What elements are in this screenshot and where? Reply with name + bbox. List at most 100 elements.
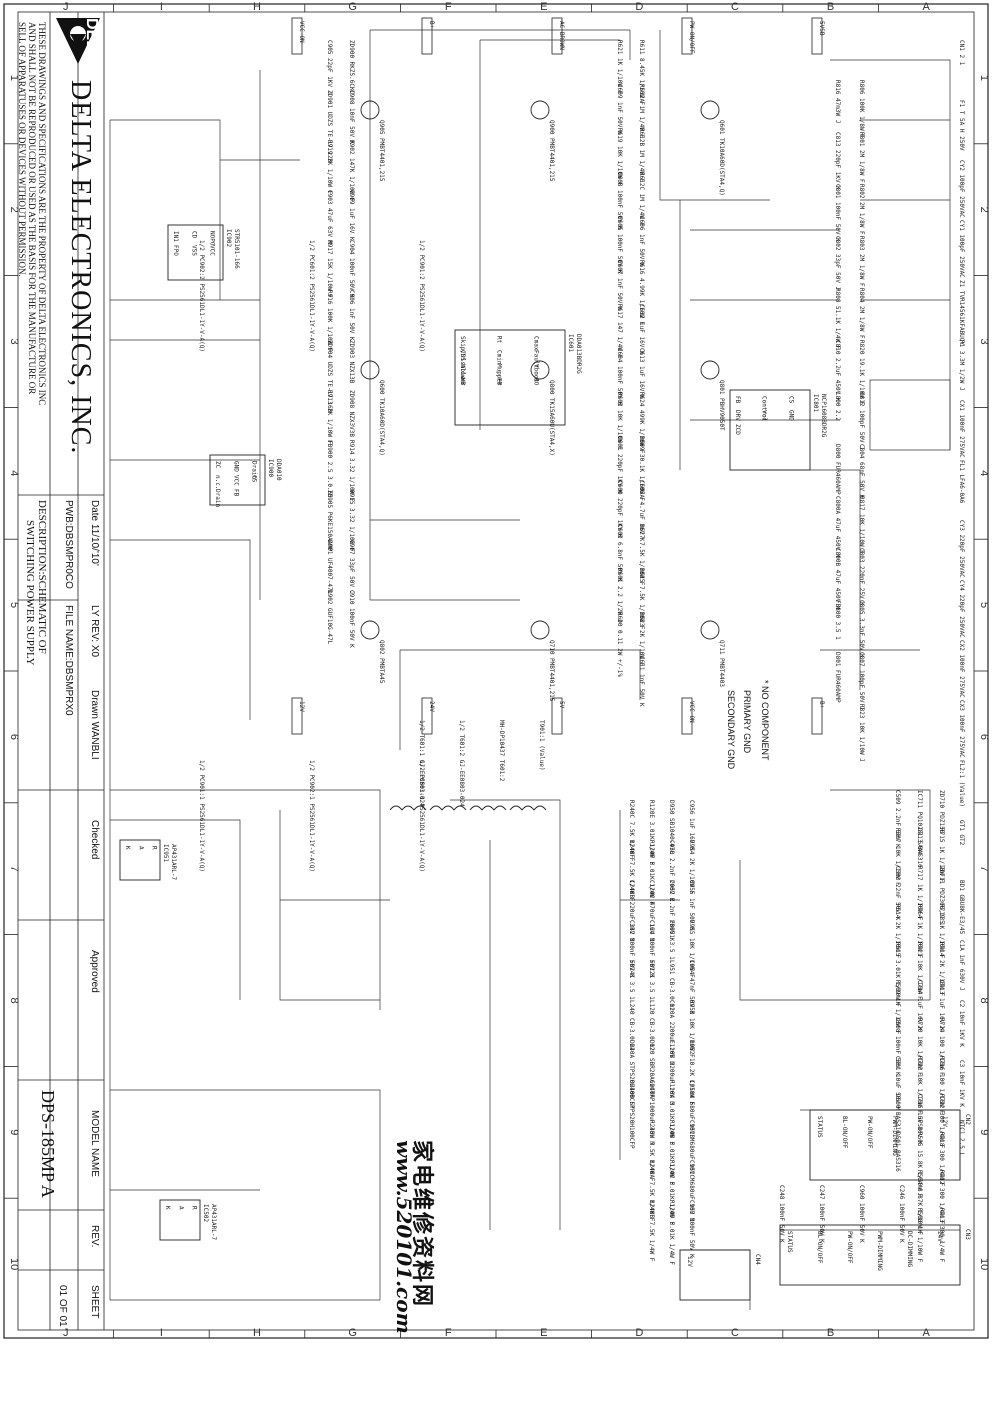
secondary-component-label: R240H 7.5K 1/4W F [648,1120,655,1182]
transistor-label: Q801 PBHV9050T [718,380,725,431]
transformer-label: MH-DP10437 T601:2 [498,720,505,782]
net-flag-label: 5V [558,701,565,709]
secondary-component-label: R240C 7.5K 1/4W F [628,800,635,862]
secondary-component-label: R120A 3.01K 1/4W F [668,1080,675,1145]
secondary-component-label: R240B 7.5K 1/4W F [648,1200,655,1262]
control-component-label: D500 BAS316 [894,1094,901,1134]
secondary-component-label: C951C 680uF 10V M [688,1160,695,1222]
wires [109,29,961,1310]
pfc-component-label: R806 100K 1/8W F [858,80,865,138]
standby-component-label: D901 UF4007-47L [326,540,333,595]
input-component-label: CY4 220pF 250VAC [958,580,965,638]
pfc-component-label: C804 68nF 50V K [858,444,865,499]
connector-pin-label: 5VSB [916,1116,923,1131]
pfc-component-label: R817 10K 1/10W F [858,496,865,554]
standby-component-label: FB900 2.5 3.0.65 [326,440,333,498]
secondary-component-label: R120D 3.01K 1/4W F [668,1200,675,1265]
ic-pin-label: Skip/Disable [459,336,466,380]
resonant-component-label: C601 220pF 1KV K [616,436,623,494]
secondary-component-label: R955 10K 1/10W F [688,920,695,978]
grid-row-label: 8 [8,997,20,1003]
net-flag-label: 12V [298,701,305,712]
secondary-component-label: R120E 3.01K 1/4W F [648,800,655,865]
wire [110,1089,381,1301]
ic-part: STR5101-166 [233,229,240,269]
connector-pin-label: PW-ON/OFF [846,1231,853,1264]
resonant-component-label: C604 100nF 50V K [616,348,623,406]
ic-pin-label: Control [761,396,768,422]
control-component-label: R764 1K 1/10W F [916,904,923,959]
ic-pin-label: HB [459,378,466,386]
secondary-component-label: C950 2.2nF 200V K [668,840,675,902]
grid-column-label: D [635,1327,643,1339]
resonant-component-label: C609 1nF 50V K [616,84,623,135]
logo-text: DELTA [83,18,100,69]
ic-pin-label: FB [734,396,741,404]
secondary-component-label: D950 SB1040-47L [668,800,675,855]
ic-pin-label: K [124,846,131,850]
ic-pin-label: VSS [190,245,197,256]
ic-pin-label: A [177,1206,184,1210]
standby-component-label: C908 10nF 50V K [348,90,355,145]
grid-column-label: A [923,1,931,13]
secondary-component-label: C956 1uF 16V K [688,800,695,851]
pfc-component-label: R816 47m3W J [834,80,841,123]
pfc-component-label: R801 2M 1/8W F [858,132,865,183]
secondary-component-label: C242 100nF 50V K [628,920,635,978]
grid-column-label: C [731,1,739,13]
resonant-component-label: C608 100nF 50V K [616,172,623,230]
connector-pin-label: DC-DIMMING [906,1231,913,1268]
transformer-label: T901:1 (Value) [538,720,545,771]
ic-pin-label: CD [190,231,197,239]
connector-ref: CN2 [964,1114,971,1125]
wire [110,539,251,720]
resonant-component-label: R623 2K 1/10W F [638,612,645,667]
standby-component-label: ZD905 P6KE150AAMP [326,490,333,552]
grid-column-label: G [348,1327,357,1339]
secondary-component-label: D240B STPS20H100CFP [628,1080,635,1149]
secondary-component-label: R120C 3.01K 1/4W F [668,1160,675,1225]
grid-row-label: 10 [978,1258,990,1270]
control-component-label: R508 1K 1/10W F [916,1208,923,1263]
standby-component-label: ZD900 RKZ5.6CKU [348,40,355,95]
standby-component-label: R917 15K 1/10W F [326,240,333,298]
transformer-winding [389,805,427,811]
secondary-component-label: L120 CB-3.0 02 [648,1000,655,1051]
ic-part: AP431ARL-7 [210,1204,217,1241]
connector-pin-label: PW-ON/OFF [866,1116,873,1149]
ic-part: DDA010 [275,459,282,481]
control-component-label: R514 2K 1/10W F [894,904,901,959]
ic-ref: IC900 [267,459,274,477]
grid-column-label: E [540,1327,547,1339]
grid-column-label: H [253,1,261,13]
grid-column-label: C [731,1327,739,1339]
control-component-label: C713 1uF 16V K [938,980,945,1031]
control-component-label: ZD711 PDZ30B,135 [938,866,945,924]
ic-ref: IC951 [162,844,169,862]
control-component-label: R715 1K 1/10W F [938,828,945,883]
control-component-label: C509 2.2nF 50V K [894,790,901,848]
pfc-component-label: FB800 3.5 1 [834,600,841,640]
description-line-2: SWITCHING POWER SUPPLY [24,520,36,666]
resonant-component-label: C605 100nF 50V K [616,216,623,274]
pfc-component-label: C800B 47uF 450V M [834,548,841,610]
control-component-label: R724 100 1/10W F [938,1018,945,1076]
standby-component-label: R916 100K 1/10W F [326,290,333,352]
pfc-component-label: C813 220pF 1KV K [834,132,841,190]
net-flag-label: VCC-ON [688,701,695,723]
resonant-component-label: R603 10K 1/10W F [616,392,623,450]
pfc-component-label: C805 3.3nF 50V K [858,600,865,658]
ic-pin-label: GND [787,410,794,421]
input-component-label: GT1 GT2 [958,820,965,846]
standby-component-label: ZD901 UDZS TE-17 22B [326,90,333,163]
control-component-label: R507 10K 1/10W F [894,828,901,886]
legend-secondary-gnd: SECONDARY GND [726,690,736,770]
connector-cap-label: C960 100nF 50V K [858,1185,865,1243]
pfc-component-label: C803 220nF 25V K [858,548,865,606]
secondary-component-label: D120 SBR20A60CTFP [648,1040,655,1102]
ic-pin-label: Vboot [532,364,539,382]
transistor-symbol [530,620,550,640]
sheet-value: 01 OF 01 [57,1285,68,1327]
ic-part: AP431ARL-7 [170,844,177,881]
